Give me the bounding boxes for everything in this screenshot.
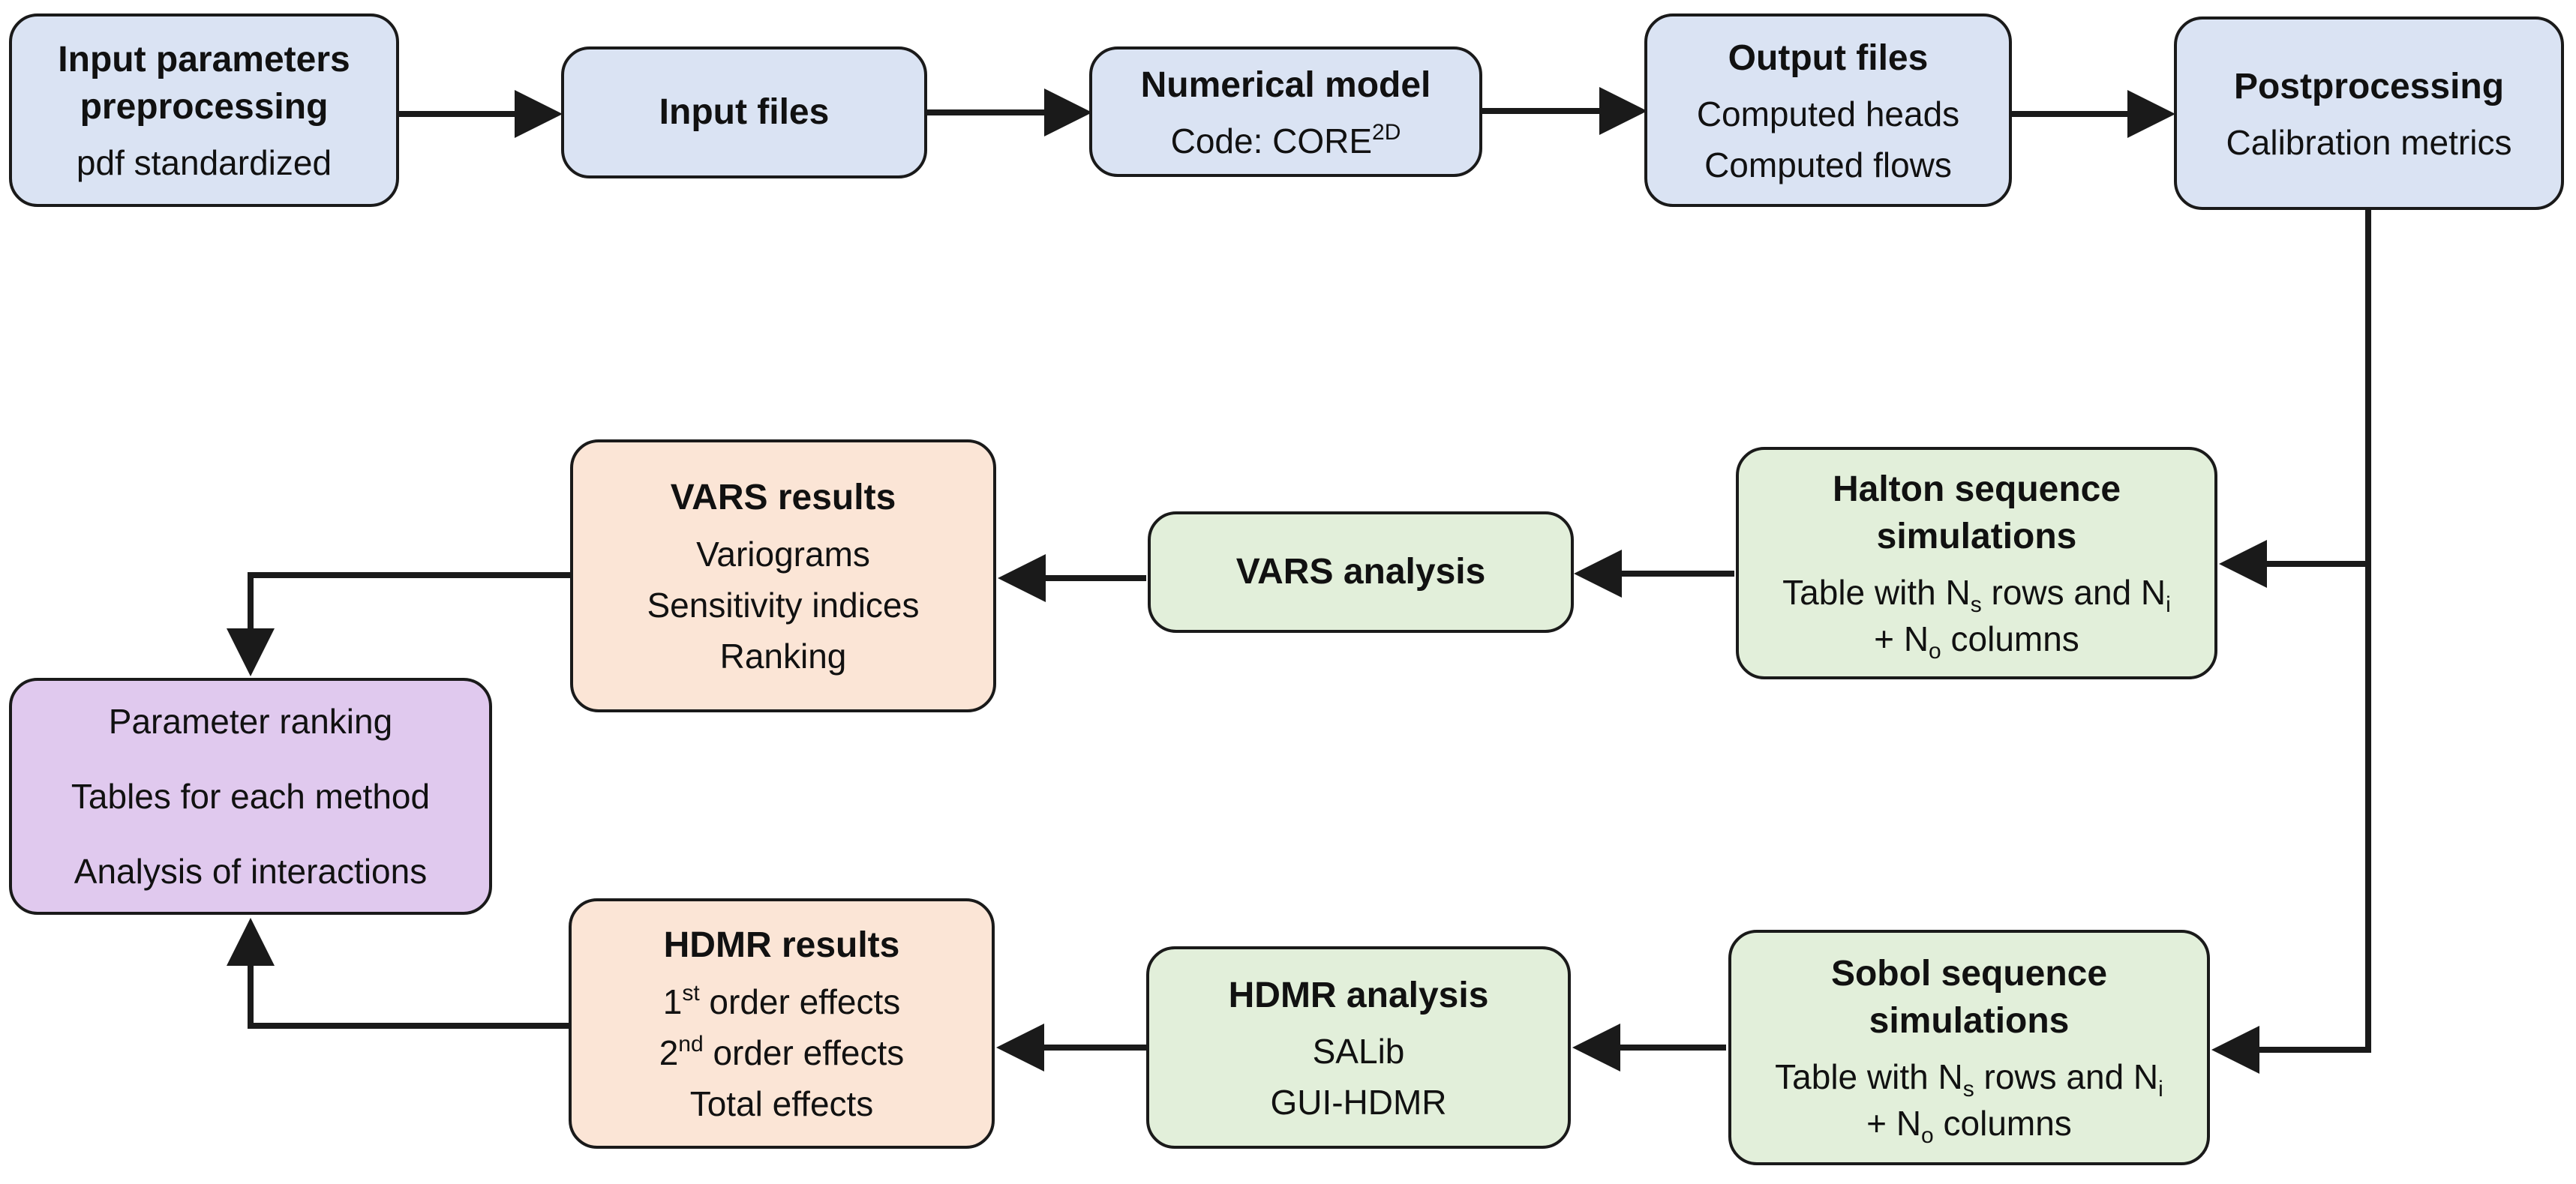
text-part: + N bbox=[1866, 1104, 1922, 1144]
node-line: Computed heads bbox=[1696, 94, 1960, 133]
node-line: Total effects bbox=[689, 1084, 874, 1124]
text-part: order effects bbox=[703, 1033, 905, 1073]
subscript: i bbox=[2158, 1077, 2163, 1102]
text-part: rows and N bbox=[1981, 573, 2166, 613]
node-title: HDMR analysis bbox=[1228, 975, 1489, 1015]
node-title: Numerical model bbox=[1140, 64, 1431, 105]
node-vars-results: VARS results Variograms Sensitivity indi… bbox=[570, 439, 996, 712]
node-input-files: Input files bbox=[561, 46, 927, 178]
node-title: VARS analysis bbox=[1235, 551, 1486, 592]
code-label: Code: CORE bbox=[1170, 121, 1373, 161]
node-line: Tables for each method bbox=[71, 776, 431, 816]
text-part: columns bbox=[1941, 619, 2079, 659]
node-line: Variograms bbox=[696, 534, 870, 574]
node-line: Sensitivity indices bbox=[647, 586, 920, 625]
superscript: st bbox=[682, 980, 700, 1006]
text-part: order effects bbox=[699, 982, 901, 1021]
node-line: + No columns bbox=[1866, 1103, 2072, 1147]
node-postprocessing: Postprocessing Calibration metrics bbox=[2174, 16, 2564, 210]
subscript: o bbox=[1929, 639, 1941, 664]
node-line: Calibration metrics bbox=[2226, 123, 2512, 163]
node-title: Halton sequence simulations bbox=[1832, 469, 2121, 556]
node-line: SALib bbox=[1312, 1031, 1405, 1071]
node-line: 1st order effects bbox=[663, 982, 901, 1022]
node-line: Analysis of interactions bbox=[74, 852, 428, 892]
node-line: + No columns bbox=[1874, 619, 2079, 663]
superscript: nd bbox=[678, 1032, 704, 1057]
node-summary: Parameter ranking Tables for each method… bbox=[9, 678, 492, 915]
subscript: s bbox=[1962, 1077, 1974, 1102]
text-part: Table with N bbox=[1775, 1057, 1963, 1097]
text-part: 1 bbox=[662, 982, 683, 1021]
node-line: GUI-HDMR bbox=[1270, 1083, 1447, 1123]
subscript: s bbox=[1970, 592, 1982, 618]
text-part: columns bbox=[1933, 1104, 2072, 1144]
node-numerical-model: Numerical model Code: CORE2D bbox=[1089, 46, 1482, 177]
node-line: Code: CORE2D bbox=[1171, 121, 1401, 161]
node-line: Ranking bbox=[719, 637, 847, 676]
node-line: pdf standardized bbox=[76, 143, 332, 183]
node-line: Parameter ranking bbox=[108, 701, 393, 741]
node-line: Table with Ns rows and Ni bbox=[1782, 572, 2171, 616]
node-hdmr-analysis: HDMR analysis SALib GUI-HDMR bbox=[1146, 946, 1571, 1149]
node-output-files: Output files Computed heads Computed flo… bbox=[1644, 13, 2012, 207]
text-part: rows and N bbox=[1974, 1057, 2159, 1097]
node-vars-analysis: VARS analysis bbox=[1148, 511, 1574, 633]
node-line: Table with Ns rows and Ni bbox=[1775, 1057, 2163, 1101]
text-part: Table with N bbox=[1782, 573, 1971, 613]
node-input-parameters-preprocessing: Input parameters preprocessing pdf stand… bbox=[9, 13, 399, 207]
node-line: Computed flows bbox=[1704, 145, 1952, 185]
node-title: Postprocessing bbox=[2233, 66, 2505, 106]
node-halton-sequence-simulations: Halton sequence simulations Table with N… bbox=[1736, 447, 2217, 679]
arrow-hdmr-results-to-summary bbox=[227, 918, 569, 1029]
node-title: Input parameters preprocessing bbox=[58, 40, 350, 127]
connector-postprocessing-trunk bbox=[2211, 210, 2371, 1074]
text-part: 2 bbox=[659, 1033, 679, 1073]
text-part: + N bbox=[1874, 619, 1929, 659]
code-superscript: 2D bbox=[1372, 120, 1401, 145]
node-title: Output files bbox=[1728, 37, 1929, 78]
node-title: Sobol sequence simulations bbox=[1830, 954, 2108, 1041]
node-title: Input files bbox=[659, 91, 830, 132]
subscript: i bbox=[2166, 592, 2171, 618]
node-hdmr-results: HDMR results 1st order effects 2nd order… bbox=[569, 898, 995, 1149]
node-line: 2nd order effects bbox=[659, 1033, 905, 1073]
node-title: VARS results bbox=[670, 478, 896, 518]
node-title: HDMR results bbox=[663, 925, 900, 966]
arrow-vars-results-to-summary bbox=[227, 572, 570, 676]
subscript: o bbox=[1921, 1123, 1934, 1149]
node-sobol-sequence-simulations: Sobol sequence simulations Table with Ns… bbox=[1728, 930, 2210, 1165]
